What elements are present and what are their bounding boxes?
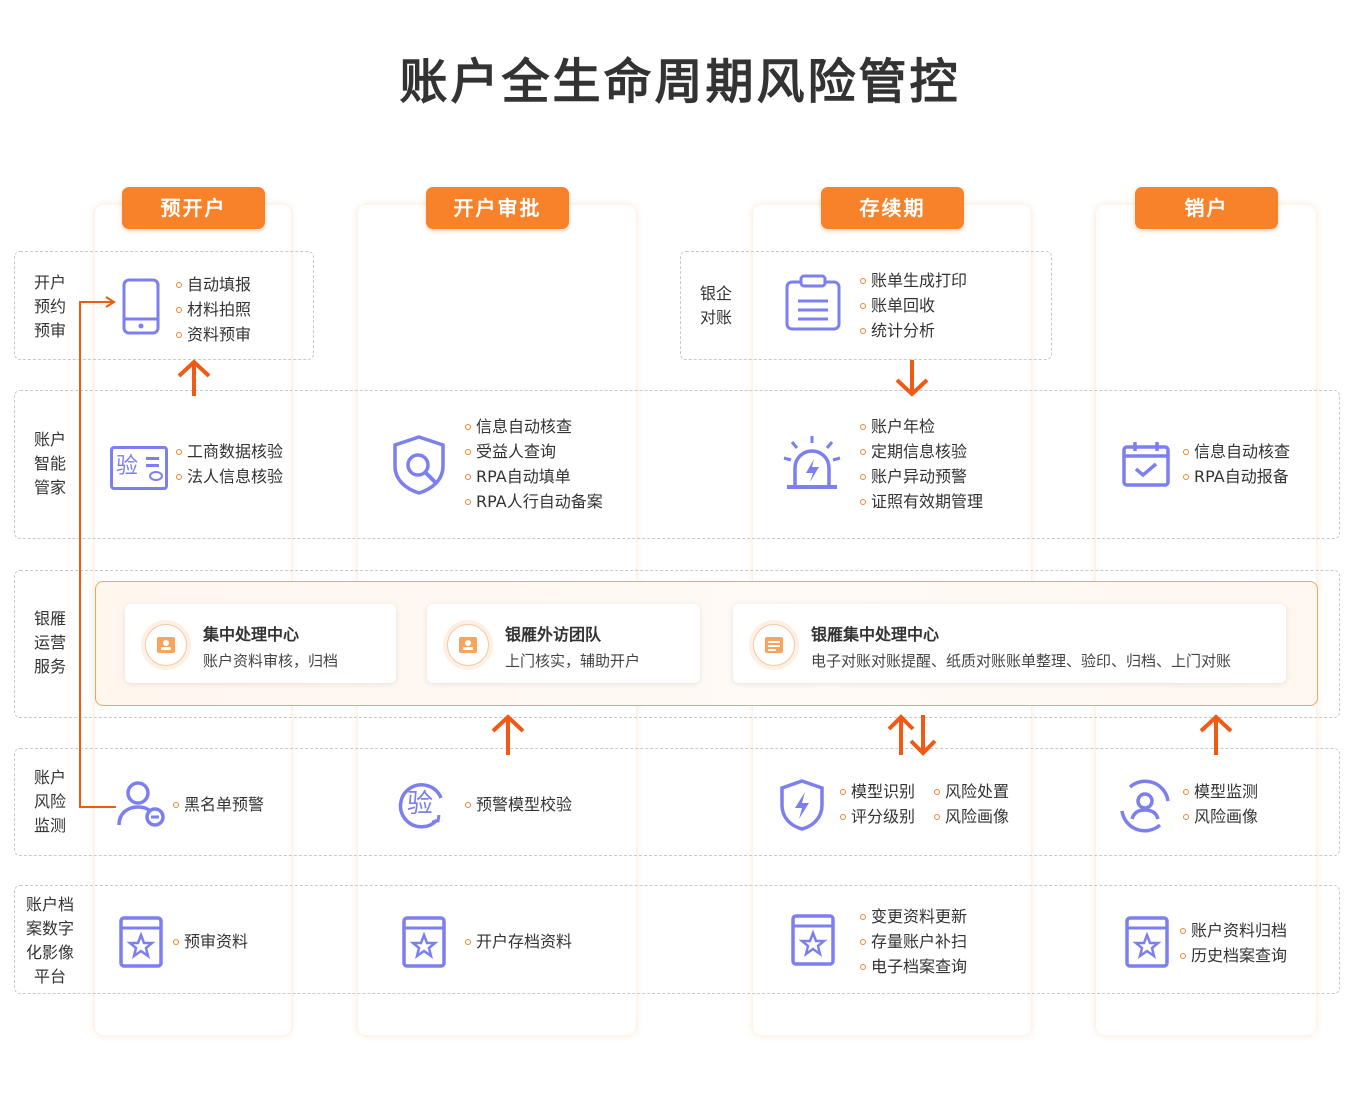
list-item: 受益人查询: [465, 439, 603, 464]
row-ops-frame: [14, 570, 1340, 718]
service-card: 集中处理中心 账户资料审核，归档: [125, 604, 396, 683]
document-stack-icon: [753, 624, 795, 666]
list-item: RPA自动报备: [1183, 464, 1290, 489]
service-title: 集中处理中心: [203, 625, 300, 644]
smart-list-approval: 信息自动核查 受益人查询 RPA自动填单 RPA人行自动备案: [465, 414, 603, 514]
list-item: 法人信息核验: [176, 464, 283, 489]
list-item: 风险画像: [934, 804, 1009, 829]
service-desc: 账户资料审核，归档: [203, 652, 339, 670]
clipboard-icon: [785, 274, 841, 331]
list-item: 历史档案查询: [1180, 943, 1287, 968]
user-minus-icon: [117, 781, 165, 827]
row-label-smart: 账户 智能 管家: [33, 430, 66, 497]
row-label-ops: 银雁 运营 服务: [33, 609, 66, 676]
list-item: 变更资料更新: [860, 904, 967, 929]
column-header-pre-open: 预开户: [122, 187, 265, 229]
list-item: 风险画像: [1183, 804, 1258, 829]
list-item: 定期信息核验: [860, 439, 983, 464]
service-desc: 电子对账对账提醒、纸质对账账单整理、验印、归档、上门对账: [811, 652, 1232, 670]
archive-book-icon: [402, 916, 446, 968]
monitor-list-duration-b: 风险处置 风险画像: [934, 779, 1009, 829]
arrow-up-icon: [177, 359, 211, 396]
calendar-check-icon: [1122, 442, 1170, 487]
service-title: 银雁集中处理中心: [811, 625, 940, 644]
verify-glyph: 验: [116, 454, 139, 479]
smart-list-duration: 账户年检 定期信息核验 账户异动预警 证照有效期管理: [860, 414, 983, 514]
list-item: 统计分析: [860, 318, 967, 343]
list-item: 账单生成打印: [860, 268, 967, 293]
archive-list-approval: 开户存档资料: [465, 929, 572, 954]
list-item: 电子档案查询: [860, 954, 967, 979]
list-item: 信息自动核查: [1183, 439, 1290, 464]
appointment-list: 自动填报 材料拍照 资料预审: [176, 272, 251, 347]
list-item: RPA人行自动备案: [465, 489, 603, 514]
list-item: 资料预审: [176, 322, 251, 347]
verify-card-icon: 验: [110, 446, 168, 490]
row-label-reconcile: 银企 对账: [699, 284, 732, 327]
row-smart-frame: [14, 390, 1340, 539]
list-item: 自动填报: [176, 272, 251, 297]
list-item: 账单回收: [860, 293, 967, 318]
service-desc: 上门核实，辅助开户: [505, 652, 641, 670]
arrow-up-icon: [1199, 714, 1233, 755]
service-title: 银雁外访团队: [505, 625, 602, 644]
row-reconcile-frame: [680, 251, 1052, 360]
archive-book-icon: [119, 916, 163, 968]
monitor-list-duration-a: 模型识别 评分级别: [840, 779, 915, 829]
alarm-icon: [783, 436, 841, 489]
row-appointment-frame: [14, 251, 314, 360]
smart-list-pre: 工商数据核验 法人信息核验: [176, 439, 283, 489]
list-item: RPA自动填单: [465, 464, 603, 489]
column-header-close: 销户: [1135, 187, 1278, 229]
arrow-updown-icon: [887, 714, 937, 756]
archive-list-pre: 预审资料: [173, 929, 248, 954]
list-item: 模型识别: [840, 779, 915, 804]
list-item: 评分级别: [840, 804, 915, 829]
verify-glyph: 验: [407, 789, 434, 819]
row-label-archive: 账户档 案数字 化影像 平台: [25, 895, 74, 986]
row-label-monitor: 账户 风险 监测: [33, 768, 66, 835]
row-label-appointment: 开户 预约 预审: [33, 273, 66, 340]
arrow-up-icon: [491, 714, 525, 755]
service-card: 银雁集中处理中心 电子对账对账提醒、纸质对账账单整理、验印、归档、上门对账: [733, 604, 1286, 683]
column-header-approval: 开户审批: [426, 187, 569, 229]
list-item: 账户异动预警: [860, 464, 983, 489]
list-item: 账户资料归档: [1180, 918, 1287, 943]
list-item: 开户存档资料: [465, 929, 572, 954]
monitor-list-approval: 预警模型校验: [465, 792, 572, 817]
list-item: 预警模型校验: [465, 792, 572, 817]
shield-search-icon: [393, 435, 445, 495]
profile-card-icon: [145, 624, 187, 666]
list-item: 风险处置: [934, 779, 1009, 804]
archive-list-close: 账户资料归档 历史档案查询: [1180, 918, 1287, 968]
user-circle-icon: [1120, 779, 1170, 833]
row-archive-frame: [14, 885, 1340, 994]
tablet-icon: [122, 278, 160, 335]
row-monitor-frame: [14, 748, 1340, 856]
page-title: 账户全生命周期风险管控: [399, 54, 961, 110]
list-item: 黑名单预警: [173, 792, 264, 817]
list-item: 存量账户补扫: [860, 929, 967, 954]
list-item: 账户年检: [860, 414, 983, 439]
archive-list-duration: 变更资料更新 存量账户补扫 电子档案查询: [860, 904, 967, 979]
profile-card-icon: [447, 624, 489, 666]
archive-book-icon: [1125, 916, 1169, 968]
reconcile-list: 账单生成打印 账单回收 统计分析: [860, 268, 967, 343]
archive-book-icon: [791, 914, 835, 966]
list-item: 信息自动核查: [465, 414, 603, 439]
list-item: 预审资料: [173, 929, 248, 954]
monitor-list-close: 模型监测 风险画像: [1183, 779, 1258, 829]
shield-bolt-icon: [780, 779, 824, 831]
arrow-down-icon: [895, 360, 929, 397]
column-header-duration: 存续期: [821, 187, 964, 229]
smart-list-close: 信息自动核查 RPA自动报备: [1183, 439, 1290, 489]
list-item: 模型监测: [1183, 779, 1258, 804]
service-card: 银雁外访团队 上门核实，辅助开户: [427, 604, 700, 683]
monitor-list-pre: 黑名单预警: [173, 792, 264, 817]
list-item: 证照有效期管理: [860, 489, 983, 514]
list-item: 工商数据核验: [176, 439, 283, 464]
verify-cycle-icon: 验: [397, 780, 447, 830]
list-item: 材料拍照: [176, 297, 251, 322]
